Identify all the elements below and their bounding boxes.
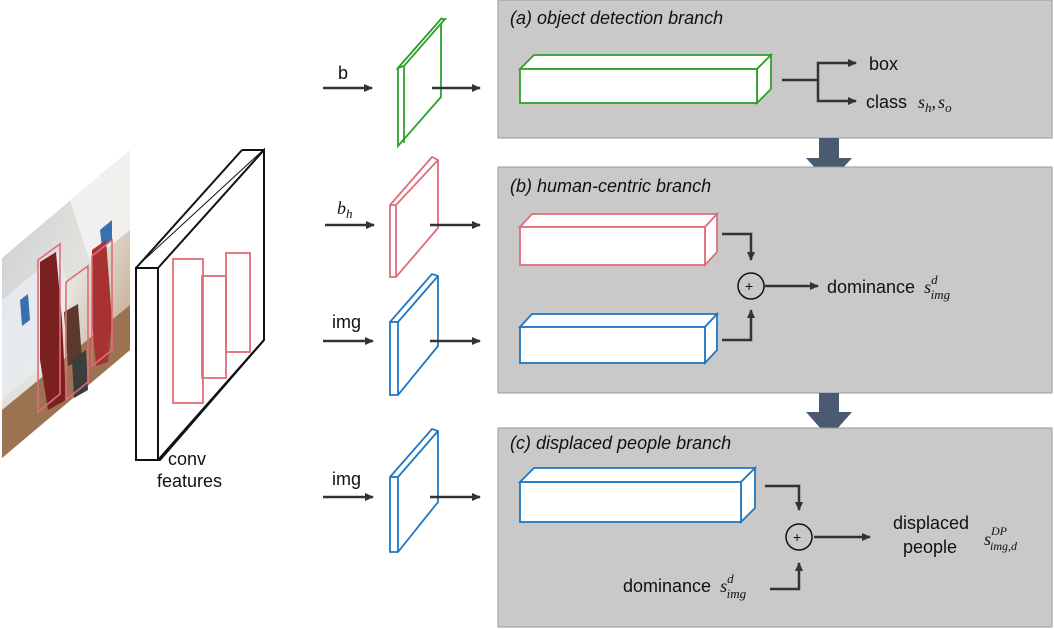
conv-label-line1: conv <box>168 449 206 469</box>
output-class-label: class sh,so <box>866 92 952 115</box>
flow-arrow-b-to-c <box>806 393 852 438</box>
input-label-img2: img <box>332 469 361 489</box>
arrow-a-box <box>782 59 857 82</box>
arrow-a-class <box>816 80 857 105</box>
displaced-output-line1: displaced <box>893 513 969 533</box>
sum-node-c: + <box>785 523 813 551</box>
panel-displaced-people <box>497 427 1053 628</box>
conv-label-line2: features <box>157 471 222 491</box>
arrow-b-red-to-sum <box>722 232 755 261</box>
panel-a-title: (a) object detection branch <box>510 8 723 28</box>
input-image <box>2 150 130 458</box>
sum-node-b: + <box>737 272 765 300</box>
input-label-bh: bh <box>337 198 353 221</box>
displaced-output-line2: people <box>903 537 957 557</box>
fc-block-blue-2 <box>517 465 758 525</box>
fc-block-blue-1 <box>517 311 720 366</box>
conv-features-block <box>135 147 265 461</box>
roi-plate-green <box>395 16 447 149</box>
output-box-label: box <box>869 54 898 74</box>
svg-text:+: + <box>745 278 753 294</box>
arrow-c-dominance-to-sum <box>770 562 803 591</box>
svg-text:+: + <box>793 529 801 545</box>
input-label-img1: img <box>332 312 361 332</box>
panel-b-title: (b) human-centric branch <box>510 176 711 196</box>
arrow-c-blue-to-sum <box>765 484 803 511</box>
roi-plate-blue-2 <box>389 427 439 553</box>
fc-block-red <box>517 211 720 268</box>
input-label-b: b <box>338 63 348 83</box>
roi-plate-red <box>389 155 439 278</box>
fc-block-green <box>517 52 774 106</box>
arrow-b-blue-to-sum <box>722 309 755 342</box>
roi-plate-blue-1 <box>389 272 439 396</box>
panel-c-title: (c) displaced people branch <box>510 433 731 453</box>
flow-arrow-a-to-b <box>806 138 852 183</box>
